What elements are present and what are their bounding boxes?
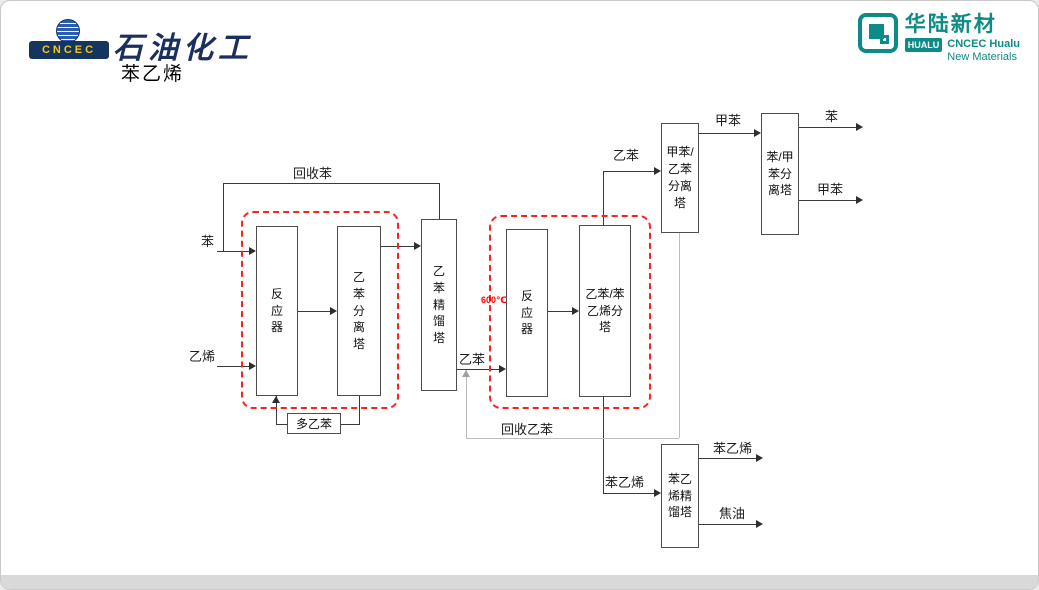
line-benzene-product (799, 127, 859, 128)
unit-eb-distillation-tower: 乙苯精馏塔 (421, 219, 457, 391)
globe-icon (56, 19, 80, 43)
label-toluene-intermediate: 甲苯 (715, 113, 742, 128)
label-styrene-product: 苯乙烯 (713, 441, 753, 456)
label-reaction-temperature: 600℃ (481, 295, 507, 305)
arrow-right-icon (756, 454, 763, 462)
line-toluene-product (799, 200, 859, 201)
arrow-right-icon (330, 307, 337, 315)
unit-eb-separation-tower-label: 乙苯分离塔 (352, 270, 365, 352)
hualu-logo: 华陆新材 HUALU CNCEC Hualu New Materials (857, 13, 1020, 64)
hualu-icon (857, 13, 898, 53)
line-recycled-benzene-top (223, 183, 439, 184)
arrow-up-icon (272, 396, 280, 403)
label-toluene-product: 甲苯 (817, 182, 844, 197)
line-peb-up (276, 396, 277, 424)
arrow-right-icon (654, 489, 661, 497)
arrow-right-icon (756, 520, 763, 528)
arrow-right-icon (654, 167, 661, 175)
slide-footer-bar (1, 575, 1038, 589)
arrow-right-icon (856, 196, 863, 204)
line-benzene-feed (217, 251, 251, 252)
unit-reactor-1: 反应器 (256, 226, 298, 396)
unit-eb-distillation-tower-label: 乙苯精馏塔 (432, 264, 445, 346)
line-reactor1-to-eb-sep (298, 311, 332, 312)
cncec-emblem-text: CNCEC (29, 41, 109, 59)
arrow-up-icon (462, 370, 470, 377)
unit-toluene-eb-separation-tower-label: 甲苯/乙苯分离塔 (666, 145, 694, 210)
hualu-brand-en2: New Materials (947, 51, 1017, 64)
line-crude-styrene-down (603, 397, 604, 493)
arrow-right-icon (499, 365, 506, 373)
label-poly-eb-box: 多乙苯 (287, 413, 341, 434)
unit-reactor-2: 反应器 (506, 229, 548, 397)
label-eb-overhead: 乙苯 (613, 148, 640, 163)
brand-title: 石油化工 (113, 31, 253, 66)
unit-reactor-1-label: 反应器 (270, 286, 283, 335)
label-tar-product: 焦油 (719, 506, 746, 521)
label-benzene-feed: 苯 (201, 234, 215, 249)
line-crude-styrene-right (603, 493, 658, 494)
unit-styrene-distillation-tower: 苯乙烯精馏塔 (661, 444, 699, 548)
unit-benzene-toluene-separation-tower-label: 苯/甲苯分离塔 (766, 149, 794, 198)
label-ethylene-feed: 乙烯 (189, 349, 216, 364)
unit-eb-separation-tower: 乙苯分离塔 (337, 226, 381, 396)
hualu-brand-en1: CNCEC Hualu (947, 38, 1020, 51)
unit-eb-styrene-separation-tower: 乙苯/苯乙烯分塔 (579, 225, 631, 397)
hualu-badge: HUALU (904, 38, 943, 53)
unit-toluene-eb-separation-tower: 甲苯/乙苯分离塔 (661, 123, 699, 233)
unit-benzene-toluene-separation-tower: 苯/甲苯分离塔 (761, 113, 799, 235)
arrow-right-icon (249, 362, 256, 370)
label-benzene-product: 苯 (825, 109, 839, 124)
unit-styrene-distillation-tower-label: 苯乙烯精馏塔 (667, 471, 692, 520)
line-styrene-product (699, 458, 759, 459)
arrow-right-icon (572, 307, 579, 315)
arrow-right-icon (249, 247, 256, 255)
cncec-logo: CNCEC (29, 19, 109, 63)
line-reactor2-to-eb-styrene-sep (548, 311, 576, 312)
line-recycled-benzene-from-tower (439, 183, 440, 219)
line-tar-product (699, 524, 759, 525)
line-eb-to-reactor2 (457, 369, 503, 370)
line-eb-overhead-right (603, 171, 658, 172)
line-eb-overhead-up (603, 171, 604, 225)
line-eb-sep-to-eb-dist (381, 246, 415, 247)
arrow-right-icon (856, 123, 863, 131)
line-recycled-eb-down (679, 233, 680, 438)
hualu-brand-cn: 华陆新材 (904, 13, 997, 36)
label-eb-intermediate: 乙苯 (459, 352, 486, 367)
page-title: 苯乙烯 (121, 64, 185, 85)
line-recycled-eb-horizontal (466, 438, 679, 439)
line-ethylene-feed (217, 366, 251, 367)
label-recycled-benzene: 回收苯 (293, 166, 333, 181)
label-recycled-eb: 回收乙苯 (501, 422, 554, 437)
arrow-right-icon (754, 129, 761, 137)
label-crude-styrene: 苯乙烯 (605, 475, 645, 490)
line-recycled-eb-up (466, 370, 467, 438)
arrow-right-icon (414, 242, 421, 250)
line-peb-down (359, 396, 360, 424)
unit-eb-styrene-separation-tower-label: 乙苯/苯乙烯分塔 (585, 286, 625, 335)
line-recycled-benzene-down (223, 183, 224, 251)
hualu-icon-notch (879, 35, 889, 44)
line-toluene-intermediate (699, 133, 758, 134)
unit-reactor-2-label: 反应器 (520, 288, 533, 337)
